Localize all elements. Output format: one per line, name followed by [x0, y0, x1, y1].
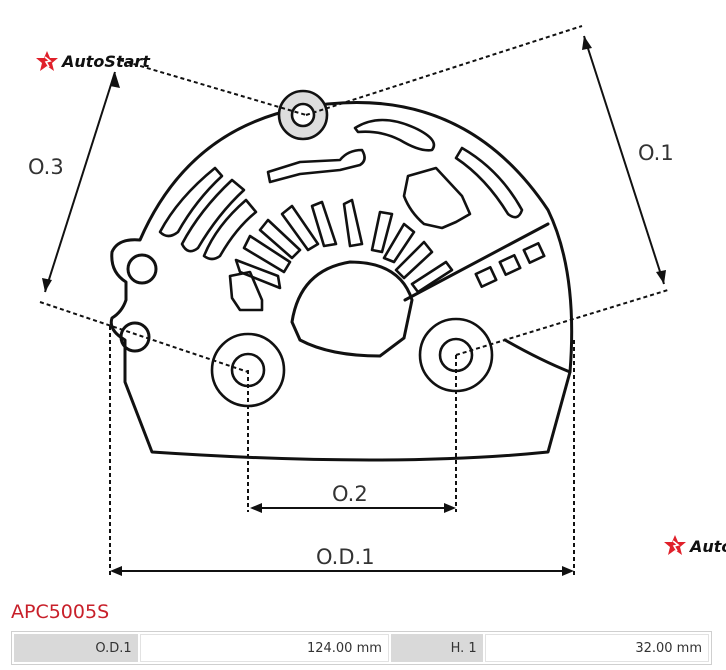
dimension-arrowheads	[42, 36, 666, 576]
brand-star-icon	[36, 51, 58, 71]
part-outline	[109, 101, 574, 462]
part-code: APC5005S	[11, 601, 110, 623]
spec-value-od1: 124.00 mm	[139, 634, 389, 662]
dimension-extension-lines	[39, 25, 669, 576]
spec-key-h1: H. 1	[390, 634, 483, 662]
center-dome-cutout	[290, 260, 414, 358]
brand-logo-top: AutoStart	[36, 51, 151, 71]
brand-logo-text: AutoStart	[688, 537, 726, 556]
technical-drawing: AutoStart AutoStart	[28, 25, 726, 576]
dimension-label-o2: O.2	[332, 482, 368, 506]
dimension-arrow-lines	[44, 35, 665, 572]
dimension-label-o3: O.3	[28, 155, 64, 179]
spec-value-h1: 32.00 mm	[484, 634, 710, 662]
spec-key-od1: O.D.1	[14, 634, 138, 662]
brand-logo-bottom: AutoStart	[664, 535, 726, 556]
spec-table: O.D.1 124.00 mm H. 1 32.00 mm	[11, 631, 712, 665]
cooling-slots	[158, 118, 546, 312]
brand-logo-text: AutoStart	[60, 52, 151, 71]
dimension-label-od1: O.D.1	[316, 545, 375, 569]
brand-star-icon	[664, 535, 686, 555]
dimension-label-o1: O.1	[638, 141, 674, 165]
